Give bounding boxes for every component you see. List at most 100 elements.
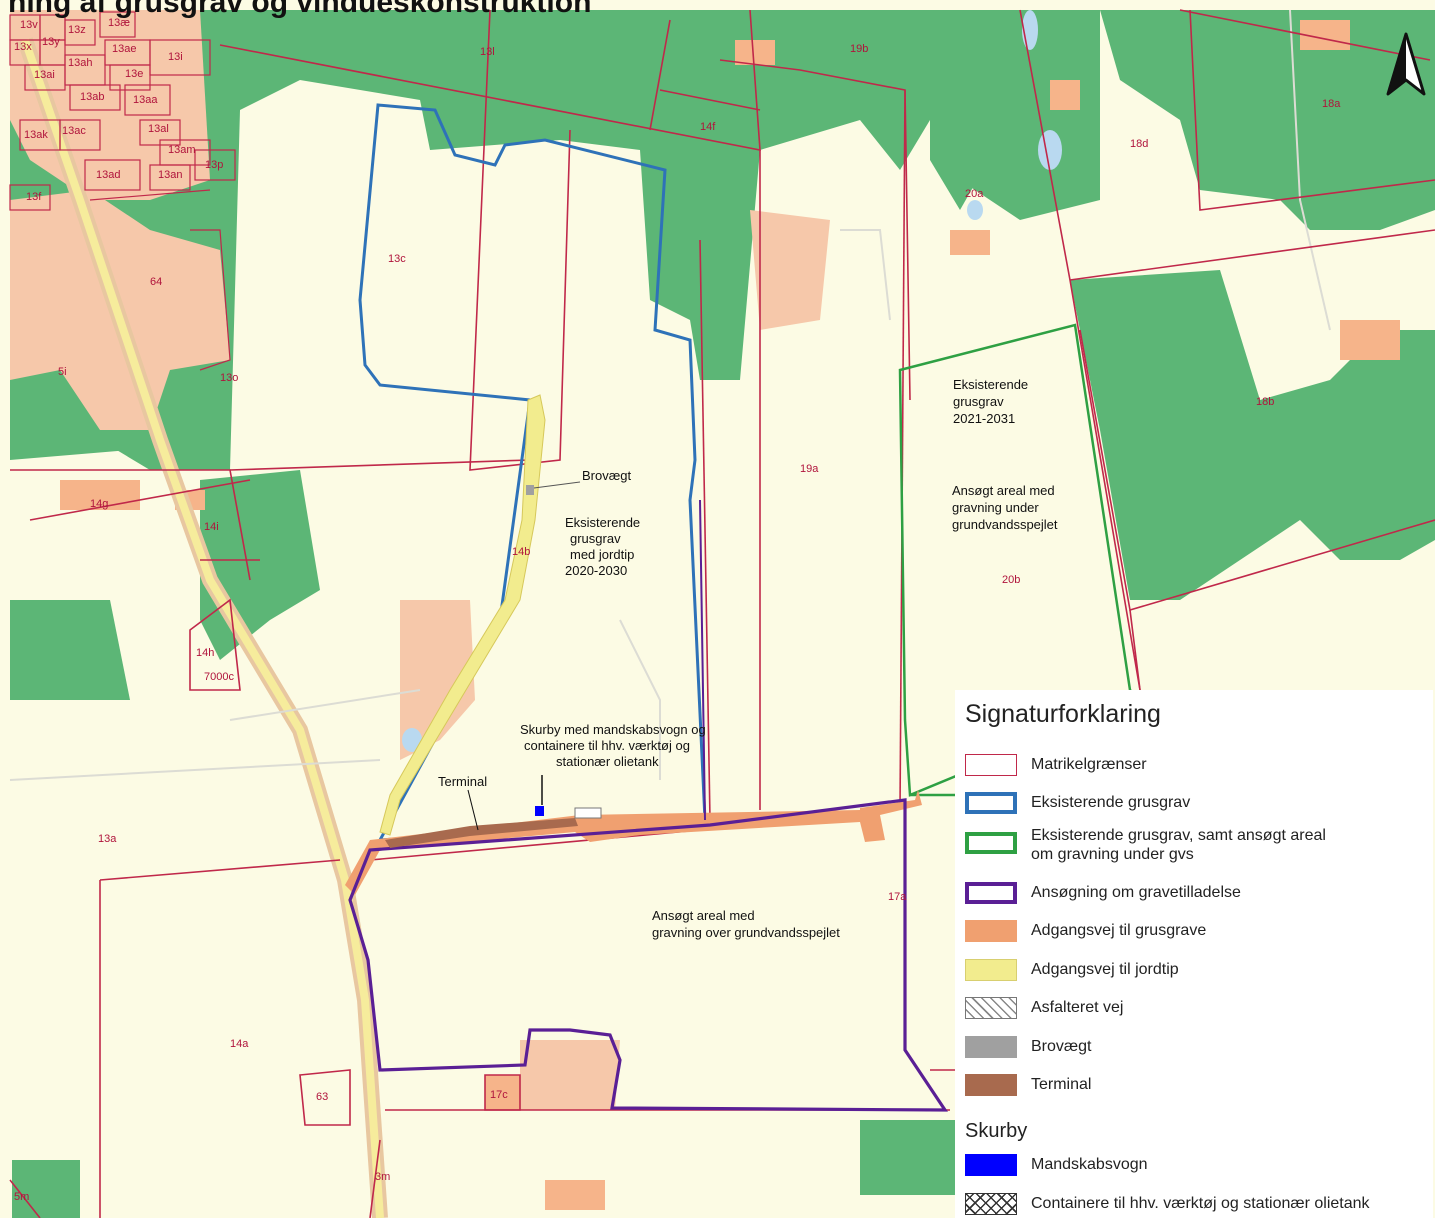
parcel-label: 18d (1130, 138, 1148, 150)
legend-label-line: Eksisterende grusgrav, samt ansøgt areal (1031, 827, 1326, 844)
parcel-label: 7000c (204, 671, 234, 683)
parcel-label: 13x (14, 41, 32, 53)
page-heading: ning af grusgrav og vindueskonstruktion (8, 0, 592, 19)
application-area (348, 798, 949, 1112)
legend-item-soil-road: Adgangsvej til jordtip (965, 955, 1425, 989)
parcel-label: 14i (204, 521, 219, 533)
legend-item-application: Ansøgning om gravetilladelse (965, 878, 1425, 912)
parcel-label: 13l (480, 46, 495, 58)
brovaegt-leader (533, 481, 581, 489)
parcel-label: 18b (1256, 396, 1274, 408)
legend-label: Ansøgning om gravetilladelse (1031, 884, 1241, 901)
parcel-label: 64 (150, 276, 162, 288)
parcel-label: 63 (316, 1091, 328, 1103)
parcel-label: 13o (220, 372, 238, 384)
parcel-label: 13aa (133, 94, 158, 106)
container-area (574, 807, 602, 819)
brovaegt-label: Brovægt (582, 468, 632, 483)
minor-roads (9, 9, 1331, 781)
mandskabsvogn (535, 806, 544, 816)
parcel-label: 19b (850, 43, 868, 55)
soil-tip-road (379, 394, 546, 836)
legend-item-mandskabsvogn: Mandskabsvogn (965, 1150, 1425, 1184)
map-annotations: Brovægt Eksisterende grusgrav med jordti… (438, 377, 1058, 940)
legend-item-brovaegt: Brovægt (965, 1032, 1425, 1066)
settlement-parcels (9, 11, 236, 371)
legend-label: Eksisterende grusgrav (1031, 794, 1191, 811)
parcel-label: 13ae (112, 43, 136, 55)
parcel-label: 14b (512, 546, 530, 558)
application-ext-line (699, 499, 706, 821)
parcel-label: 14f (700, 121, 716, 133)
parcel-labels: 13v 13z 13æ 13x 13y 13ae 13ai 13ah 13i 1… (14, 17, 1341, 1203)
parcel-label: 13c (388, 253, 406, 265)
legend-label: Adgangsvej til grusgrave (1031, 922, 1207, 939)
parcel-label: 13p (205, 159, 223, 171)
below-gw-label: Ansøgt areal med gravning under grundvan… (952, 483, 1058, 532)
parcel-label: 20a (965, 188, 984, 200)
parcel-label: 14h (196, 647, 214, 659)
parcel-label: 13v (20, 19, 38, 31)
application-swatch (965, 882, 1017, 904)
legend-label: Mandskabsvogn (1031, 1156, 1148, 1173)
legend-item-asphalt: Asfalteret vej (965, 993, 1425, 1027)
parcel-label: 20b (1002, 574, 1020, 586)
terminal-swatch (965, 1074, 1017, 1096)
legend-title: Signaturforklaring (965, 700, 1161, 728)
brovaegt-swatch (965, 1036, 1017, 1058)
parcel-label: 5m (14, 1191, 29, 1203)
legend-label: Adgangsvej til jordtip (1031, 961, 1179, 978)
parcel-label: 13ai (34, 69, 55, 81)
parcel-label: 5i (58, 366, 67, 378)
legend-item-containere: Containere til hhv. værktøj og stationær… (965, 1189, 1425, 1223)
parcel-swatch (965, 754, 1017, 776)
terminal-leader (467, 789, 479, 831)
parcel-label: 18a (1322, 98, 1341, 110)
parcel-label: 13a (98, 833, 117, 845)
parcel-label: 13e (125, 68, 143, 80)
legend-label: Eksisterende grusgrav, samt ansøgt areal… (1031, 826, 1326, 864)
soil-road-swatch (965, 959, 1017, 981)
parcel-label: 13al (148, 123, 169, 135)
existing-pit-gw-swatch (965, 832, 1017, 854)
parcel-label: 19a (800, 463, 819, 475)
parcel-label: 13f (26, 191, 42, 203)
parcel-label: 17c (490, 1089, 508, 1101)
terminal-label: Terminal (438, 774, 487, 789)
brovaegt (526, 485, 534, 495)
crosshatch-swatch (965, 1193, 1017, 1215)
parcel-boundaries (9, 9, 1435, 1218)
above-gw-label: Ansøgt areal med gravning over grundvand… (652, 908, 840, 940)
legend-item-parcel: Matrikelgrænser (965, 750, 1425, 784)
parcel-label: 3m (375, 1171, 390, 1183)
legend-item-existing-pit-gw: Eksisterende grusgrav, samt ansøgt areal… (965, 824, 1425, 868)
parcel-label: 13ak (24, 129, 48, 141)
parcel-label: 13ab (80, 91, 104, 103)
hatch-swatch (965, 997, 1017, 1019)
legend-label: Brovægt (1031, 1038, 1092, 1055)
skurby-title: Skurby (965, 1120, 1028, 1142)
north-arrow-icon (1386, 32, 1426, 96)
parcel-label: 14g (90, 498, 108, 510)
legend-item-access-road: Adgangsvej til grusgrave (965, 916, 1425, 950)
parcel-label: 13ac (62, 125, 86, 137)
terminal (385, 818, 578, 848)
parcel-label: 13ad (96, 169, 120, 181)
parcel-label: 13an (158, 169, 182, 181)
legend-label: Containere til hhv. værktøj og stationær… (1031, 1195, 1370, 1212)
parcel-label: 17a (888, 891, 907, 903)
legend-item-existing-pit: Eksisterende grusgrav (965, 788, 1425, 822)
parcel-label: 13i (168, 51, 183, 63)
parcel-label: 14a (230, 1038, 249, 1050)
main-road-center (21, 38, 384, 1218)
legend-panel: Signaturforklaring Matrikelgrænser Eksis… (955, 690, 1433, 1218)
legend-label: Matrikelgrænser (1031, 756, 1147, 773)
parcel-label: 13æ (108, 17, 130, 29)
mandskabsvogn-swatch (965, 1154, 1017, 1176)
access-road-swatch (965, 920, 1017, 942)
legend-item-terminal: Terminal (965, 1070, 1425, 1104)
existing-gravel-pit (358, 103, 707, 842)
existing-pit-2-label: Eksisterende grusgrav 2021-2031 (953, 377, 1032, 426)
existing-pit-swatch (965, 792, 1017, 814)
